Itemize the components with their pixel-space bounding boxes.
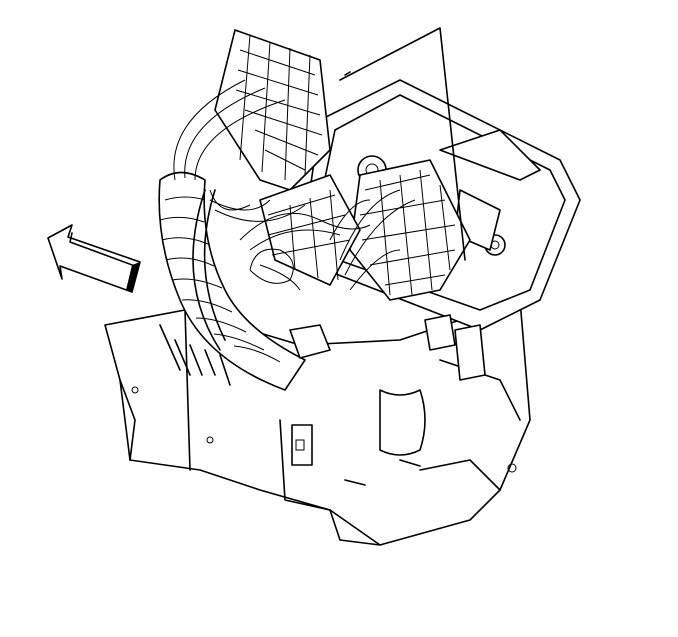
harness-clips	[159, 314, 486, 386]
mounting-bracket	[104, 299, 531, 546]
wiring-harness	[158, 79, 416, 391]
leader-lines	[339, 27, 466, 261]
clip	[291, 424, 313, 466]
direction-arrow-icon	[47, 224, 141, 293]
